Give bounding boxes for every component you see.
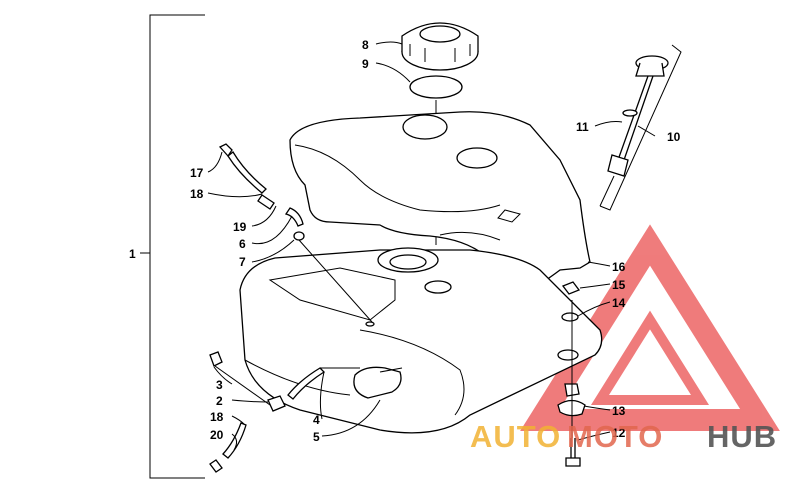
fuel-gauge-sender bbox=[599, 55, 669, 207]
callout-3: 3 bbox=[216, 378, 223, 392]
callout-18-upper: 18 bbox=[190, 187, 204, 201]
callout-14: 14 bbox=[612, 296, 626, 310]
cap-gasket bbox=[409, 75, 463, 99]
callout-10: 10 bbox=[667, 130, 681, 144]
callout-13: 13 bbox=[612, 404, 626, 418]
callout-12: 12 bbox=[612, 426, 626, 440]
callout-7: 7 bbox=[239, 255, 246, 269]
callout-labels: 1 2 3 4 5 6 7 8 9 10 11 12 13 14 15 16 1… bbox=[129, 38, 681, 444]
watermark-auto: AUTO bbox=[470, 419, 561, 454]
callout-5: 5 bbox=[313, 430, 320, 444]
watermark-hub: HUB bbox=[707, 419, 777, 454]
callout-1: 1 bbox=[129, 247, 136, 261]
callout-15: 15 bbox=[612, 278, 626, 292]
callout-17: 17 bbox=[190, 166, 204, 180]
assembly-bracket bbox=[140, 14, 205, 479]
callout-19: 19 bbox=[233, 220, 247, 234]
callout-6: 6 bbox=[239, 237, 246, 251]
leader-lines bbox=[207, 41, 656, 451]
callout-20: 20 bbox=[210, 428, 224, 442]
callout-11: 11 bbox=[576, 120, 589, 134]
fuel-cap bbox=[401, 22, 479, 71]
fuel-tank-body bbox=[239, 247, 603, 434]
mounting-hardware bbox=[557, 281, 586, 467]
callout-9: 9 bbox=[362, 57, 369, 71]
callout-18-lower: 18 bbox=[210, 410, 224, 424]
callout-8: 8 bbox=[362, 38, 369, 52]
watermark-moto: MOTO bbox=[567, 419, 663, 454]
callout-16: 16 bbox=[612, 260, 626, 274]
vent-hose-assembly bbox=[218, 143, 373, 323]
callout-2: 2 bbox=[216, 394, 223, 408]
callout-4: 4 bbox=[313, 413, 320, 427]
sender-bracket bbox=[599, 44, 682, 211]
drain-hose-assembly bbox=[209, 351, 360, 473]
watermark-text: AUTO MOTO HUB bbox=[470, 419, 777, 454]
